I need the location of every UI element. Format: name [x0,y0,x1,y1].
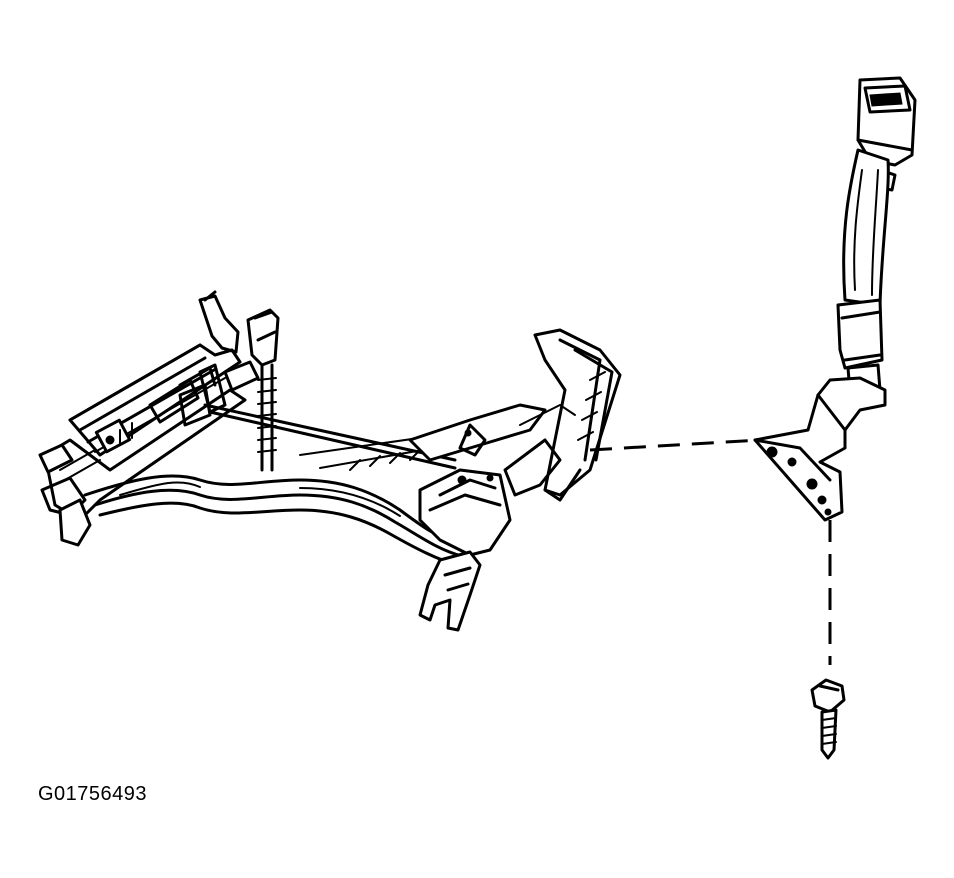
figure-code-label: G01756493 [38,783,148,805]
bracket-hole-1 [766,446,778,458]
right-seat-track [408,328,622,632]
left-height-adjuster [178,308,280,472]
seat-adjuster-frame [38,290,622,632]
buckle-webbing [842,148,890,307]
bracket-hole-4 [817,495,827,505]
alignment-lines [589,438,832,665]
buckle-mounting-bracket [753,376,887,522]
mounting-bolt [810,678,846,760]
horizontal-alignment-line [589,438,761,452]
seat-belt-buckle-assembly [753,76,917,522]
bracket-hole-5 [824,508,832,516]
bracket-hole-2 [787,457,797,467]
front-cross-bar [83,474,467,568]
bracket-hole-3 [806,478,818,490]
